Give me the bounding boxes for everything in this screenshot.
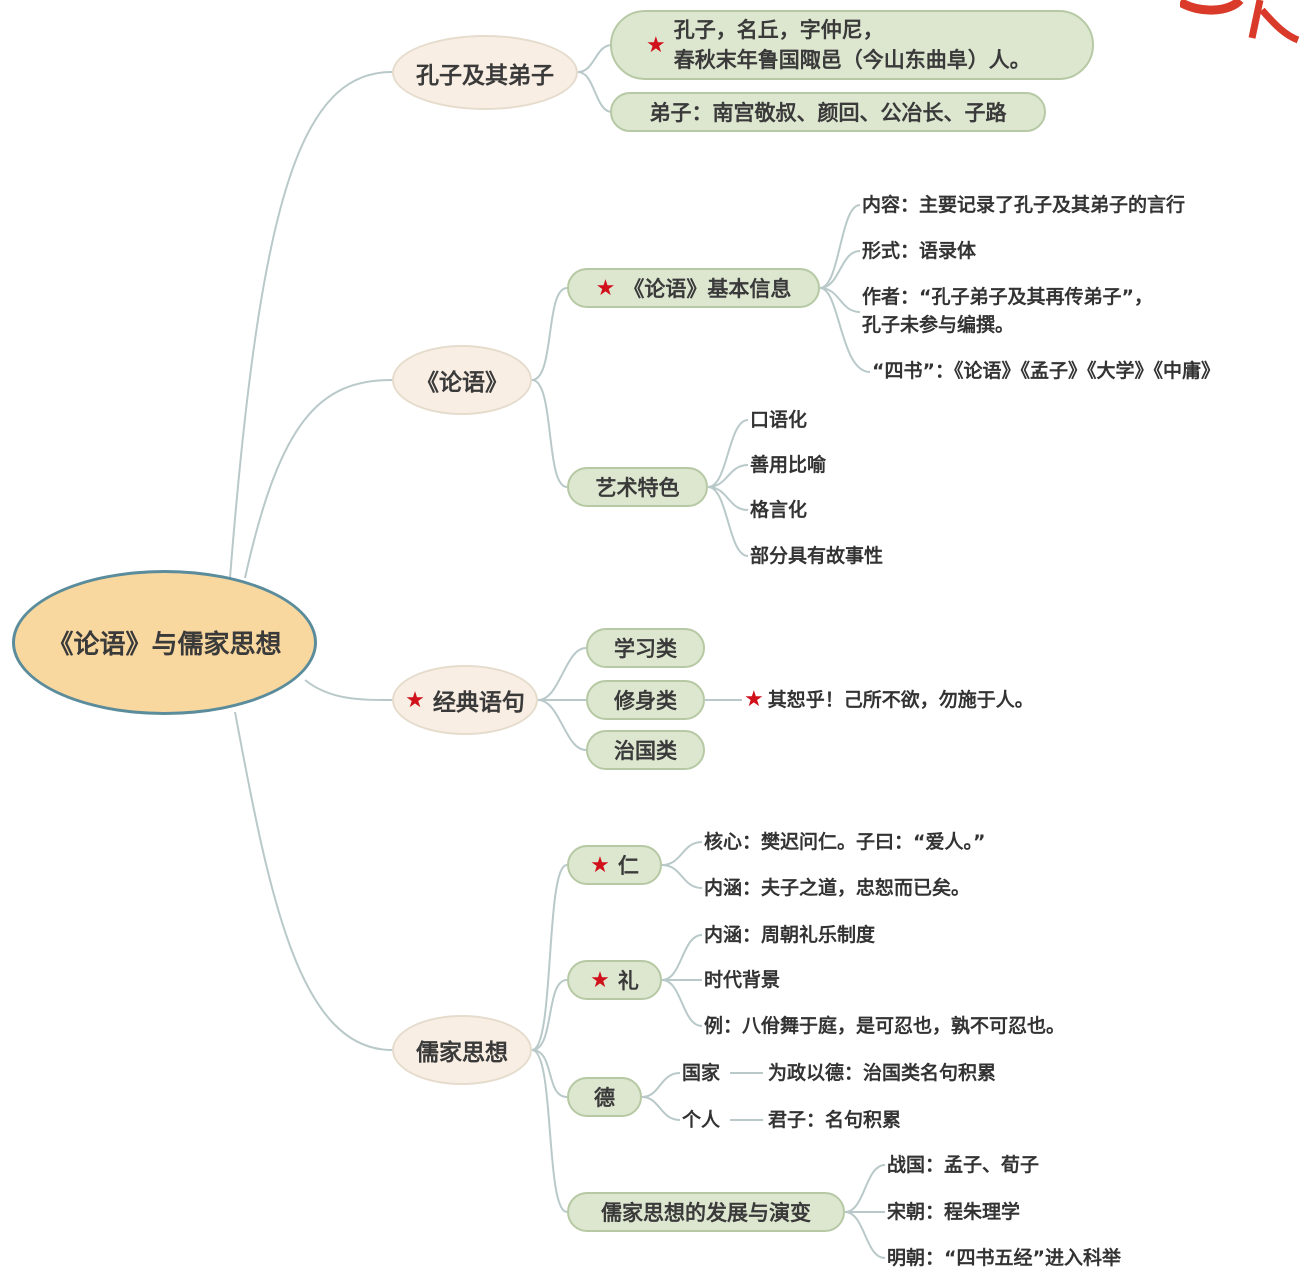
leaf-de-value: 为政以德：治国类名句积累 xyxy=(768,1062,997,1084)
node-label: 学习类 xyxy=(614,637,677,661)
leaf-de-value: 君子：名句积累 xyxy=(768,1109,902,1131)
leaf-ren: 核心：樊迟问仁。子曰：“爱人。” xyxy=(704,831,986,853)
leaf-dev: 宋朝：程朱理学 xyxy=(887,1201,1021,1223)
star-icon: ★ xyxy=(405,687,425,713)
root-node[interactable]: 《论语》与儒家思想 xyxy=(12,570,317,715)
quote-text: 其恕乎！己所不欲，勿施于人。 xyxy=(767,689,1034,711)
node-label: 艺术特色 xyxy=(595,476,680,500)
star-icon: ★ xyxy=(590,967,610,993)
node-label: 儒家思想 xyxy=(416,1040,508,1066)
node-art[interactable]: 艺术特色 xyxy=(567,467,708,507)
star-icon: ★ xyxy=(646,32,666,58)
leaf-author: 作者：“孔子弟子及其再传弟子”， xyxy=(862,286,1153,308)
leaf-de-key: 国家 xyxy=(682,1062,721,1084)
leaf-art: 口语化 xyxy=(750,409,808,431)
node-quotes[interactable]: ★ 经典语句 xyxy=(392,665,538,735)
intro-line-2: 春秋末年鲁国陬邑（今山东曲阜）人。 xyxy=(673,48,1031,72)
node-label: 礼 xyxy=(617,969,639,993)
node-study[interactable]: 学习类 xyxy=(586,628,705,668)
node-lunyu-basic[interactable]: ★ 《论语》基本信息 xyxy=(567,268,820,308)
node-label: 儒家思想的发展与演变 xyxy=(601,1201,811,1225)
node-label: 德 xyxy=(594,1086,615,1110)
node-lunyu[interactable]: 《论语》 xyxy=(392,345,532,415)
leaf-li: 时代背景 xyxy=(704,969,781,991)
node-governance[interactable]: 治国类 xyxy=(586,730,705,770)
node-li[interactable]: ★礼 xyxy=(567,960,662,1000)
node-self-cultivation[interactable]: 修身类 xyxy=(586,680,705,720)
node-disciples[interactable]: 弟子：南宫敬叔、颜回、公冶长、子路 xyxy=(610,92,1046,132)
node-ren[interactable]: ★仁 xyxy=(567,845,662,885)
star-icon: ★ xyxy=(744,687,764,712)
leaf-li: 例：八佾舞于庭，是可忍也，孰不可忍也。 xyxy=(704,1015,1066,1037)
leaf-art: 格言化 xyxy=(750,499,808,521)
node-confucius[interactable]: 孔子及其弟子 xyxy=(392,35,578,110)
node-label: 治国类 xyxy=(614,739,677,763)
node-confucianism[interactable]: 儒家思想 xyxy=(392,1015,532,1085)
red-title-fragment-decoration xyxy=(1180,0,1300,44)
node-label: 《论语》 xyxy=(416,370,508,396)
leaf-ren: 内涵：夫子之道，忠恕而已矣。 xyxy=(704,877,971,899)
leaf-de-key: 个人 xyxy=(682,1109,721,1131)
leaf-dev: 明朝：“四书五经”进入科举 xyxy=(887,1247,1121,1269)
node-development[interactable]: 儒家思想的发展与演变 xyxy=(567,1192,845,1232)
node-label: 修身类 xyxy=(614,689,677,713)
node-label: 弟子：南宫敬叔、颜回、公冶长、子路 xyxy=(649,101,1007,125)
node-label: 孔子及其弟子 xyxy=(416,62,554,89)
node-label: 经典语句 xyxy=(432,690,525,716)
star-icon: ★ xyxy=(590,852,610,878)
leaf-quote: ★其恕乎！己所不欲，勿施于人。 xyxy=(744,687,1034,713)
leaf-li: 内涵：周朝礼乐制度 xyxy=(704,924,876,946)
leaf-four-books: “四书”：《论语》《孟子》《大学》《中庸》 xyxy=(872,360,1220,382)
leaf-author-note: 孔子未参与编撰。 xyxy=(862,314,1015,336)
leaf-form: 形式：语录体 xyxy=(862,240,977,262)
intro-line-1: 孔子，名丘，字仲尼， xyxy=(673,18,884,42)
leaf-art: 善用比喻 xyxy=(750,454,827,476)
leaf-dev: 战国：孟子、荀子 xyxy=(887,1154,1040,1176)
root-label: 《论语》与儒家思想 xyxy=(47,630,282,660)
star-icon: ★ xyxy=(595,275,616,301)
node-label: 《论语》基本信息 xyxy=(623,277,792,301)
node-label: 仁 xyxy=(617,854,639,878)
node-de[interactable]: 德 xyxy=(567,1077,642,1117)
node-confucius-intro[interactable]: ★ 孔子，名丘，字仲尼， 春秋末年鲁国陬邑（今山东曲阜）人。 xyxy=(610,10,1094,80)
leaf-art: 部分具有故事性 xyxy=(750,545,884,567)
leaf-content: 内容：主要记录了孔子及其弟子的言行 xyxy=(862,194,1186,216)
